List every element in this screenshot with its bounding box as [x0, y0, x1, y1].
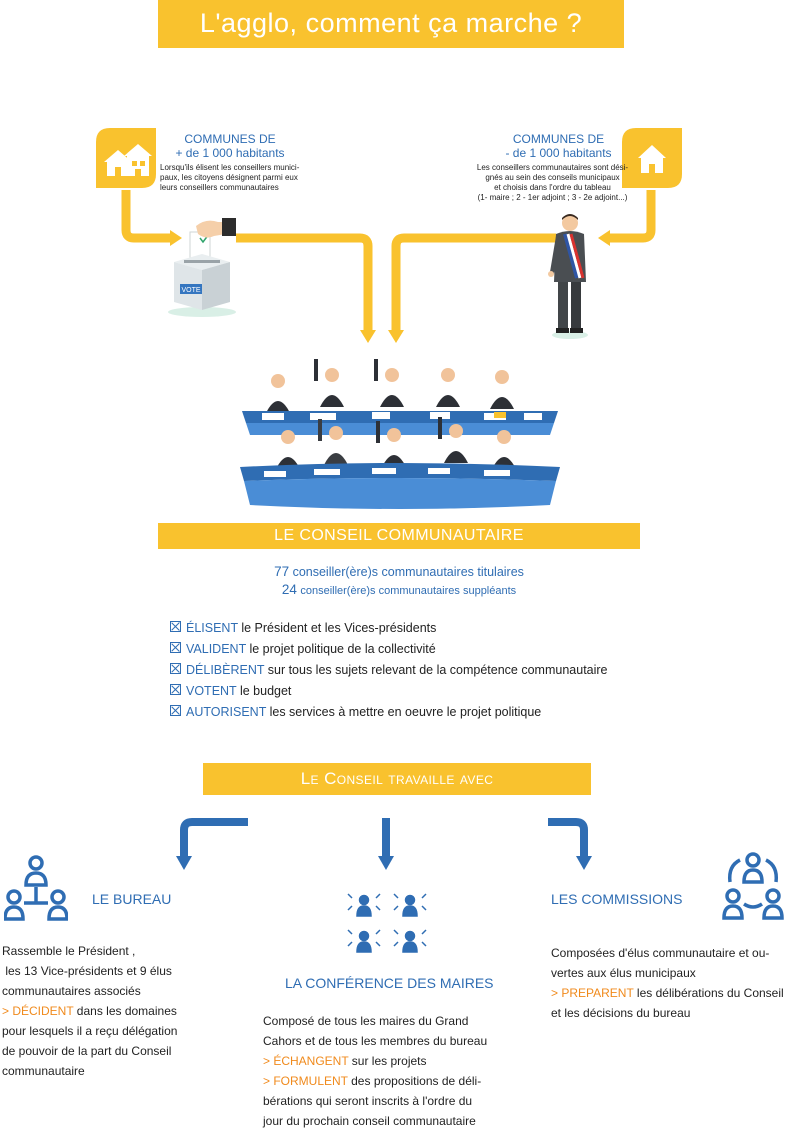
role-item: ÉLISENT le Président et les Vices-présid…	[170, 618, 730, 639]
mayor-illustration	[548, 214, 588, 339]
conference-arrow-head	[378, 856, 394, 870]
communes-moins-block: COMMUNES DE - de 1 000 habitants Les con…	[455, 132, 640, 203]
houses-icon	[96, 128, 156, 188]
travaille-banner: Le Conseil travaille avec	[203, 763, 591, 795]
title-banner: L'agglo, comment ça marche ?	[158, 0, 624, 48]
communes-plus-text: Lorsqu'ils élisent les conseillers munic…	[160, 163, 300, 192]
commissions-group-icon	[722, 852, 784, 920]
titulaires-count: 77	[274, 564, 290, 579]
conference-network-icon	[347, 893, 427, 953]
commissions-heading: LES COMMISSIONS	[551, 891, 683, 907]
conference-text: Composé de tous les maires du Grand Caho…	[263, 1014, 488, 1128]
page-title: L'agglo, comment ça marche ?	[199, 8, 583, 38]
front-row-councillors	[276, 417, 516, 469]
suppleants-count: 24	[281, 582, 297, 597]
top-connectors	[121, 190, 656, 343]
left-main-connector	[236, 233, 373, 330]
conseil-roles-list: ÉLISENT le Président et les Vices-présid…	[170, 618, 730, 723]
travaille-banner-label: Le Conseil travaille avec	[300, 769, 494, 788]
commissions-arrow-head	[576, 856, 592, 870]
checkbox-icon	[170, 663, 181, 675]
right-main-connector	[391, 233, 556, 330]
checkbox-icon	[170, 642, 181, 654]
communes-moins-text: Les conseillers communautaires sont dési…	[476, 163, 629, 202]
ballot-arrow-head	[170, 230, 182, 246]
commissions-text: Composées d'élus communautaire et ou- ve…	[551, 946, 784, 1020]
left-house-connector	[121, 190, 170, 243]
communes-plus-heading: COMMUNES DE + de 1 000 habitants	[175, 132, 285, 160]
checkbox-icon	[170, 621, 181, 633]
mayor-arrow-head	[598, 230, 610, 246]
titulaires-label: conseiller(ère)s communautaires titulair…	[292, 565, 524, 579]
house-icon	[622, 128, 682, 188]
bureau-arrow-head	[176, 856, 192, 870]
role-item: VALIDENT le projet politique de la colle…	[170, 639, 730, 660]
council-assembly-illustration	[240, 359, 560, 509]
role-item: AUTORISENT les services à mettre en oeuv…	[170, 702, 730, 723]
ballot-box-illustration: VOTE	[168, 218, 236, 317]
bureau-connector	[180, 818, 248, 858]
right-arrow-head	[388, 330, 404, 343]
commissions-connector	[548, 818, 588, 858]
role-item: DÉLIBÈRENT sur tous les sujets relevant …	[170, 660, 730, 681]
communes-moins-heading: COMMUNES DE - de 1 000 habitants	[505, 132, 612, 160]
right-house-connector	[610, 190, 656, 243]
checkbox-icon	[170, 684, 181, 696]
conseil-banner: LE CONSEIL COMMUNAUTAIRE	[158, 523, 640, 549]
left-arrow-head	[360, 330, 376, 343]
conseil-counts: 77 conseiller(ère)s communautaires titul…	[158, 563, 640, 600]
bureau-text: Rassemble le Président , les 13 Vice-pré…	[2, 944, 178, 1078]
communes-plus-block: COMMUNES DE + de 1 000 habitants Lorsqu'…	[160, 132, 300, 193]
checkbox-icon	[170, 705, 181, 717]
back-row-councillors	[266, 359, 514, 413]
role-item: VOTENT le budget	[170, 681, 730, 702]
bottom-connectors	[176, 818, 592, 870]
conseil-banner-label: LE CONSEIL COMMUNAUTAIRE	[274, 527, 524, 544]
bureau-heading: LE BUREAU	[92, 891, 172, 907]
vote-label: VOTE	[181, 287, 200, 294]
bureau-people-icon	[4, 855, 68, 921]
suppleants-label: conseiller(ère)s communautaires suppléan…	[300, 585, 517, 597]
conference-heading: LA CONFÉRENCE DES MAIRES	[285, 975, 494, 991]
